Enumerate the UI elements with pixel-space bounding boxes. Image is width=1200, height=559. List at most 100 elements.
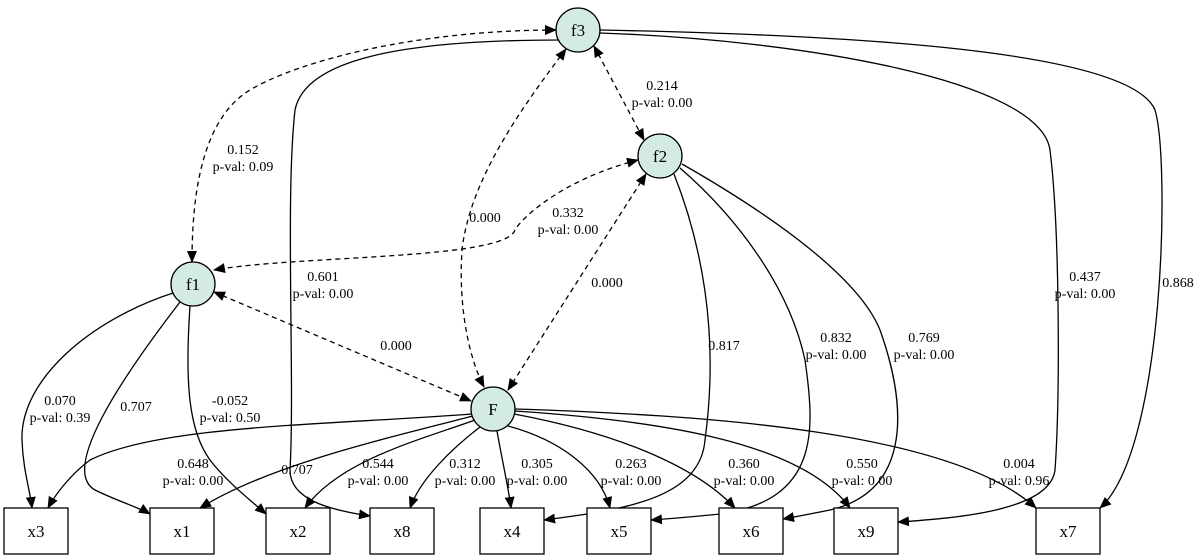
loading-edge-f1-x2 <box>187 305 267 515</box>
covariance-edge-f3-F-estimate: 0.000 <box>469 211 501 226</box>
loading-edge-f2-x4-estimate: 0.817 <box>708 339 740 354</box>
loading-edge-f2-x6-pval: p-val: 0.00 <box>894 348 955 363</box>
loading-edge-f1-x2-pval: p-val: 0.50 <box>200 411 261 426</box>
covariance-edge-f3-f2 <box>593 45 645 141</box>
observed-node-x1: x1 <box>149 507 215 555</box>
loading-edge-f3-x7-estimate: 0.868 <box>1162 276 1194 291</box>
observed-node-label: x5 <box>611 522 628 541</box>
latent-node-F: F <box>470 386 516 432</box>
loading-edge-F-x9-estimate: 0.550 <box>846 457 878 472</box>
loading-edge-F-x4 <box>496 430 515 509</box>
observed-node-box <box>479 507 545 555</box>
latent-node-circle <box>470 386 516 432</box>
loading-edge-F-x3-pval: p-val: 0.00 <box>163 474 224 489</box>
latent-node-f3: f3 <box>555 7 601 53</box>
loading-edge-F-x8-pval: p-val: 0.00 <box>435 474 496 489</box>
covariance-edge-f1-F <box>213 291 472 402</box>
loading-edge-f1-x3-pval: p-val: 0.39 <box>30 411 91 426</box>
covariance-edge-f3-f2-estimate: 0.214 <box>646 79 678 94</box>
loading-edge-F-x8-estimate: 0.312 <box>449 457 481 472</box>
loading-edge-F-x9 <box>514 410 851 509</box>
loading-edge-F-x2-estimate: 0.544 <box>362 457 394 472</box>
observed-node-box <box>586 507 652 555</box>
loading-edge-F-x4-estimate: 0.305 <box>521 457 553 472</box>
loading-edge-F-x3-estimate: 0.648 <box>177 457 209 472</box>
latent-node-label: f1 <box>186 275 200 294</box>
covariance-edge-f3-f1-estimate: 0.152 <box>227 143 259 158</box>
latent-node-f2: f2 <box>637 133 683 179</box>
loading-edge-F-x6-pval: p-val: 0.00 <box>714 474 775 489</box>
loading-edge-f3-x8-estimate: 0.601 <box>307 270 339 285</box>
observed-node-label: x2 <box>290 522 307 541</box>
loading-edge-F-x2 <box>304 419 476 509</box>
loading-edge-F-x7-estimate: 0.004 <box>1003 457 1035 472</box>
loading-edge-f2-x5-pval: p-val: 0.00 <box>806 348 867 363</box>
observed-node-box <box>149 507 215 555</box>
observed-node-label: x6 <box>743 522 760 541</box>
edge-labels-layer: 0.214 p-val: 0.00 0.152 p-val: 0.09 0.000 0.3… <box>30 79 1194 489</box>
observed-node-x8: x8 <box>369 507 435 555</box>
loading-edge-f3-x9 <box>599 32 1059 527</box>
observed-node-x3: x3 <box>3 507 69 555</box>
observed-node-box <box>718 507 784 555</box>
loading-edge-f2-x5 <box>650 167 811 525</box>
observed-node-label: x9 <box>858 522 875 541</box>
observed-node-label: x8 <box>394 522 411 541</box>
loading-edge-f1-x2-estimate: -0.052 <box>212 394 248 409</box>
loading-edge-f1-x3-estimate: 0.070 <box>44 394 76 409</box>
loading-edge-F-x6 <box>513 413 736 509</box>
covariance-edge-f1-F-estimate: 0.000 <box>380 339 412 354</box>
loading-edge-F-x5 <box>507 425 613 509</box>
observed-node-label: x3 <box>28 522 45 541</box>
loading-edge-F-x6-estimate: 0.360 <box>728 457 760 472</box>
loading-edge-f3-x7 <box>599 29 1163 509</box>
latent-node-circle <box>170 261 216 307</box>
covariance-edge-f3-f1 <box>187 25 557 263</box>
latent-node-label: F <box>488 400 497 419</box>
loading-edge-f3-x8-pval: p-val: 0.00 <box>293 287 354 302</box>
loading-edge-f2-x5-estimate: 0.832 <box>820 331 852 346</box>
loading-edge-F-x5-estimate: 0.263 <box>615 457 647 472</box>
observed-node-x5: x5 <box>586 507 652 555</box>
observed-node-x7: x7 <box>1035 507 1101 555</box>
loading-edge-f1-x1-estimate: 0.707 <box>120 400 152 415</box>
loading-edge-f1-x3 <box>21 292 174 509</box>
loading-edge-f3-x9-pval: p-val: 0.00 <box>1055 287 1116 302</box>
loading-edge-F-x1 <box>199 415 474 509</box>
observed-node-box <box>265 507 331 555</box>
latent-node-circle <box>637 133 683 179</box>
latent-node-label: f3 <box>571 21 585 40</box>
latent-node-circle <box>555 7 601 53</box>
covariance-edge-f2-F <box>507 173 647 391</box>
edges-layer <box>21 25 1163 527</box>
loading-edge-f3-x8 <box>289 39 561 520</box>
observed-node-box <box>369 507 435 555</box>
covariance-edge-f3-f2-pval: p-val: 0.00 <box>632 96 693 111</box>
observed-node-label: x4 <box>504 522 522 541</box>
loading-edge-F-x3 <box>47 413 473 509</box>
observed-node-box <box>1035 507 1101 555</box>
observed-node-box <box>833 507 899 555</box>
observed-node-x4: x4 <box>479 507 545 555</box>
loading-edge-F-x4-pval: p-val: 0.00 <box>507 474 568 489</box>
loading-edge-F-x2-pval: p-val: 0.00 <box>348 474 409 489</box>
covariance-edge-f2-f1-pval: p-val: 0.00 <box>538 223 599 238</box>
loading-edge-F-x8 <box>408 426 481 509</box>
covariance-edge-f2-f1-estimate: 0.332 <box>552 206 584 221</box>
loading-edge-F-x7 <box>514 408 1037 509</box>
observed-node-label: x7 <box>1060 522 1078 541</box>
observed-node-box <box>3 507 69 555</box>
loading-edge-F-x5-pval: p-val: 0.00 <box>601 474 662 489</box>
loading-edge-F-x1-estimate: 0.707 <box>281 463 313 478</box>
observed-node-label: x1 <box>174 522 191 541</box>
latent-node-label: f2 <box>653 147 667 166</box>
loading-edge-f2-x6 <box>681 163 899 523</box>
observed-node-x2: x2 <box>265 507 331 555</box>
latent-node-f1: f1 <box>170 261 216 307</box>
loading-edge-F-x7-pval: p-val: 0.96 <box>989 474 1050 489</box>
loading-edge-F-x9-pval: p-val: 0.00 <box>832 474 893 489</box>
covariance-edge-f3-f1-pval: p-val: 0.09 <box>213 160 274 175</box>
observed-node-x6: x6 <box>718 507 784 555</box>
